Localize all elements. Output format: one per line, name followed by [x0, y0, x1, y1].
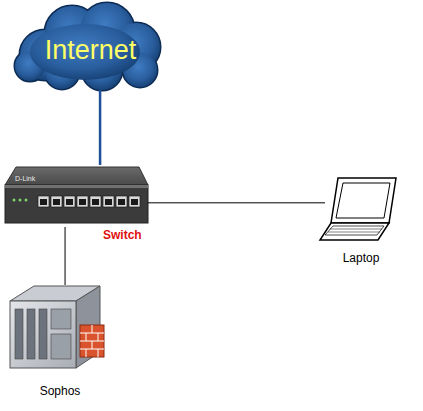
port-hole: [131, 199, 138, 205]
switch-port: [103, 196, 114, 207]
port-hole: [118, 199, 125, 205]
brick-lines: [80, 325, 104, 357]
switch-front: [5, 185, 148, 223]
firewall-wall: [80, 325, 104, 357]
node-label: Internet: [18, 36, 163, 66]
switch-port: [77, 196, 88, 207]
laptop-base: [320, 223, 389, 240]
port-hole: [79, 199, 86, 205]
switch-port: [64, 196, 75, 207]
brick-line: [98, 333, 99, 341]
status-led: [25, 199, 28, 202]
port-hole: [66, 199, 73, 205]
brick-line: [92, 341, 93, 349]
network-link: [148, 202, 325, 203]
laptop-lid: [331, 178, 396, 223]
server-panel: [51, 334, 71, 359]
server-node: Sophos: [5, 285, 105, 370]
drive-bay: [15, 309, 23, 359]
laptop-keyboard: [325, 226, 384, 235]
switch-port: [51, 196, 62, 207]
network-link: [99, 90, 102, 165]
network-link: [65, 227, 66, 285]
brick-line: [98, 349, 99, 357]
laptop-icon: [320, 178, 396, 240]
switch-port: [38, 196, 49, 207]
port-hole: [40, 199, 47, 205]
cloud-node: Internet: [18, 2, 163, 90]
switch-edge: [5, 185, 148, 188]
status-led: [13, 199, 16, 202]
node-label: Laptop: [325, 252, 397, 265]
drive-bay: [27, 309, 35, 359]
node-label: Switch: [103, 229, 142, 242]
keyboard-row: [328, 232, 380, 233]
drive-bay: [39, 309, 47, 359]
switch-port: [116, 196, 127, 207]
switch-port-holes: [40, 199, 138, 205]
switch-port: [129, 196, 140, 207]
port-hole: [105, 199, 112, 205]
switch-port: [90, 196, 101, 207]
brick-line: [92, 325, 93, 333]
switch-top: [5, 167, 148, 185]
brick-line: [86, 349, 87, 357]
status-led: [19, 199, 22, 202]
node-label: Sophos: [5, 385, 115, 398]
switch-ports: [38, 196, 140, 207]
keyboard-row: [330, 229, 382, 230]
server-front: [10, 301, 76, 368]
sophos-server: [10, 286, 104, 368]
brick-line: [86, 333, 87, 341]
switch-leds: [13, 199, 28, 202]
server-panel: [51, 309, 71, 329]
firewall-badge: [80, 325, 104, 357]
network-switch: [5, 167, 148, 223]
port-hole: [53, 199, 60, 205]
laptop-screen: [336, 183, 390, 218]
switch-node: Switch: [5, 165, 148, 227]
brand-label: D-Link: [15, 175, 35, 182]
laptop-node: Laptop: [325, 178, 397, 240]
port-hole: [92, 199, 99, 205]
